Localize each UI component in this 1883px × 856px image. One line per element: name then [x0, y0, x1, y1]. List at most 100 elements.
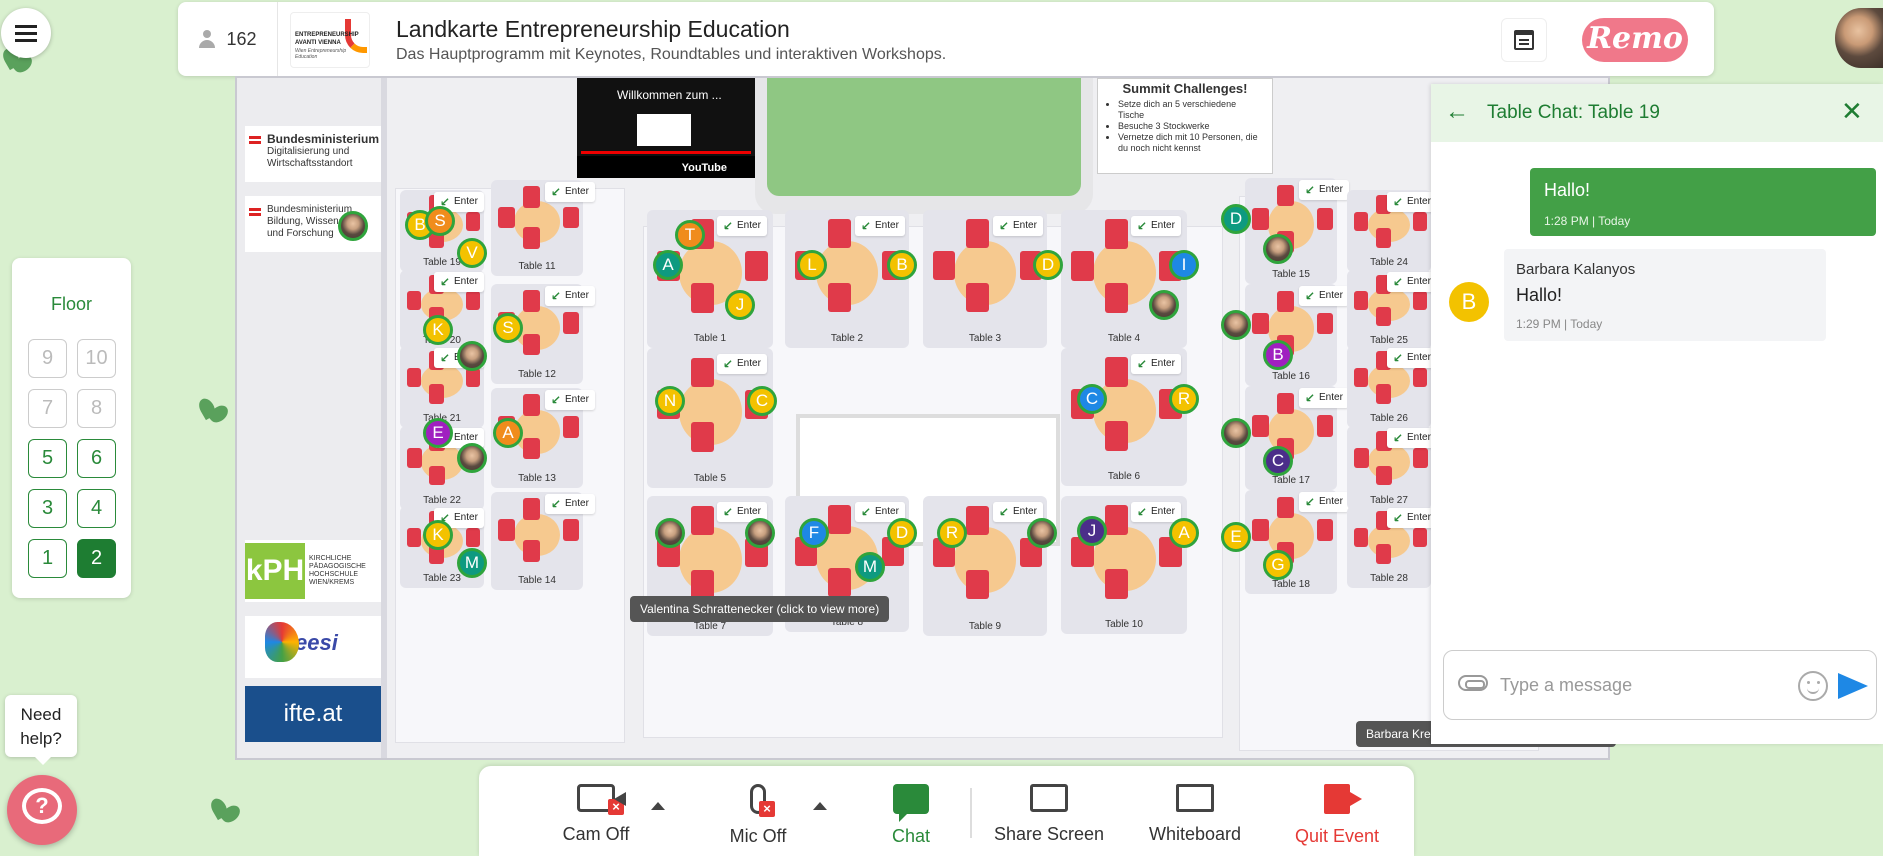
- enter-table-button[interactable]: Enter: [717, 354, 767, 374]
- enter-table-button[interactable]: Enter: [855, 216, 905, 236]
- enter-table-button[interactable]: Enter: [1387, 272, 1437, 292]
- participant-avatar[interactable]: C: [1077, 384, 1107, 414]
- sponsor-eesi[interactable]: eesi: [245, 616, 381, 678]
- participant-photo[interactable]: [457, 341, 487, 371]
- participant-avatar[interactable]: B: [887, 250, 917, 280]
- participant-avatar[interactable]: S: [493, 313, 523, 343]
- table-14[interactable]: Table 14Enter: [491, 492, 595, 590]
- enter-table-button[interactable]: Enter: [434, 272, 484, 292]
- table-28[interactable]: Table 28Enter: [1347, 506, 1437, 588]
- participant-photo[interactable]: [1221, 418, 1251, 448]
- participant-avatar[interactable]: K: [423, 315, 453, 345]
- participant-avatar[interactable]: L: [797, 250, 827, 280]
- enter-table-button[interactable]: Enter: [1131, 354, 1181, 374]
- cam-toggle-button[interactable]: × Cam Off: [541, 784, 651, 845]
- floor-button-2[interactable]: 2: [77, 539, 116, 578]
- cam-options-caret[interactable]: [651, 802, 665, 810]
- participant-avatar[interactable]: E: [1221, 522, 1251, 552]
- floor-button-4[interactable]: 4: [77, 489, 116, 528]
- enter-table-button[interactable]: Enter: [1387, 348, 1437, 368]
- floor-button-1[interactable]: 1: [28, 539, 67, 578]
- participant-avatar[interactable]: A: [1169, 518, 1199, 548]
- table-6[interactable]: Table 6Enter: [1061, 348, 1187, 486]
- mic-options-caret[interactable]: [813, 802, 827, 810]
- enter-table-button[interactable]: Enter: [1299, 492, 1349, 512]
- table-25[interactable]: Table 25Enter: [1347, 270, 1437, 350]
- table-5[interactable]: Table 5Enter: [647, 348, 773, 488]
- enter-table-button[interactable]: Enter: [1299, 388, 1349, 408]
- participant-avatar[interactable]: G: [1263, 550, 1293, 580]
- table-24[interactable]: Table 24Enter: [1347, 190, 1437, 272]
- participant-photo[interactable]: [1149, 290, 1179, 320]
- emoji-icon[interactable]: [1798, 671, 1828, 701]
- table-9[interactable]: Table 9Enter: [923, 496, 1047, 636]
- participant-avatar[interactable]: D: [887, 518, 917, 548]
- participant-avatar[interactable]: K: [423, 520, 453, 550]
- floor-button-5[interactable]: 5: [28, 439, 67, 478]
- table-15[interactable]: Table 15Enter: [1245, 178, 1349, 284]
- table-4[interactable]: Table 4Enter: [1061, 210, 1187, 348]
- participant-avatar[interactable]: A: [493, 418, 523, 448]
- participant-avatar[interactable]: E: [423, 418, 453, 448]
- table-18[interactable]: Table 18Enter: [1245, 490, 1349, 594]
- floor-map[interactable]: Bundesministerium Digitalisierung und Wi…: [235, 76, 1610, 760]
- sender-avatar[interactable]: B: [1449, 282, 1489, 322]
- participant-avatar[interactable]: D: [1221, 204, 1251, 234]
- participant-avatar[interactable]: C: [747, 386, 777, 416]
- participant-photo[interactable]: [655, 518, 685, 548]
- sponsor-ifte[interactable]: ifte.at: [245, 686, 381, 742]
- table-11[interactable]: Table 11Enter: [491, 180, 595, 276]
- send-icon[interactable]: [1838, 673, 1868, 699]
- youtube-embed[interactable]: Willkommen zum ... YouTube: [577, 78, 755, 178]
- table-13[interactable]: Table 13Enter: [491, 388, 595, 488]
- menu-button[interactable]: [1, 8, 51, 58]
- participant-avatar[interactable]: M: [457, 548, 487, 578]
- table-16[interactable]: Table 16Enter: [1245, 284, 1349, 386]
- floor-button-3[interactable]: 3: [28, 489, 67, 528]
- floor-button-9[interactable]: 9: [28, 339, 67, 378]
- enter-table-button[interactable]: Enter: [545, 182, 595, 202]
- enter-table-button[interactable]: Enter: [545, 390, 595, 410]
- participant-photo[interactable]: [1263, 234, 1293, 264]
- table-2[interactable]: Table 2Enter: [785, 210, 909, 348]
- participant-avatar[interactable]: M: [855, 552, 885, 582]
- table-3[interactable]: Table 3Enter: [923, 210, 1047, 348]
- close-icon[interactable]: ✕: [1841, 96, 1863, 126]
- table-27[interactable]: Table 27Enter: [1347, 426, 1437, 510]
- enter-table-button[interactable]: Enter: [1387, 508, 1437, 528]
- message-input[interactable]: [1498, 665, 1798, 705]
- share-screen-button[interactable]: Share Screen: [989, 784, 1109, 845]
- enter-table-button[interactable]: Enter: [1131, 502, 1181, 522]
- participant-avatar[interactable]: N: [655, 386, 685, 416]
- enter-table-button[interactable]: Enter: [1387, 428, 1437, 448]
- enter-table-button[interactable]: Enter: [1131, 216, 1181, 236]
- participant-photo[interactable]: [338, 211, 368, 241]
- participant-photo[interactable]: [1027, 518, 1057, 548]
- back-arrow-icon[interactable]: ←: [1445, 98, 1469, 125]
- participant-photo[interactable]: [1221, 310, 1251, 340]
- enter-table-button[interactable]: Enter: [993, 216, 1043, 236]
- floor-button-6[interactable]: 6: [77, 439, 116, 478]
- participant-avatar[interactable]: R: [1169, 384, 1199, 414]
- attendee-counter[interactable]: 162: [178, 2, 278, 76]
- participant-avatar[interactable]: T: [675, 220, 705, 250]
- chat-button[interactable]: Chat: [871, 784, 951, 847]
- participant-avatar[interactable]: I: [1169, 250, 1199, 280]
- quit-event-button[interactable]: Quit Event: [1272, 784, 1402, 847]
- enter-table-button[interactable]: Enter: [1387, 192, 1437, 212]
- table-1[interactable]: Table 1Enter: [647, 210, 773, 348]
- participant-avatar[interactable]: D: [1033, 250, 1063, 280]
- agenda-button[interactable]: [1501, 18, 1547, 62]
- participant-avatar[interactable]: R: [937, 518, 967, 548]
- participant-photo[interactable]: [457, 443, 487, 473]
- participant-avatar[interactable]: C: [1263, 446, 1293, 476]
- help-button[interactable]: ?: [7, 775, 77, 845]
- enter-table-button[interactable]: Enter: [717, 216, 767, 236]
- enter-table-button[interactable]: Enter: [855, 502, 905, 522]
- enter-table-button[interactable]: Enter: [717, 502, 767, 522]
- participant-avatar[interactable]: A: [653, 250, 683, 280]
- table-17[interactable]: Table 17Enter: [1245, 386, 1349, 490]
- sponsor-bmdw[interactable]: Bundesministerium Digitalisierung und Wi…: [245, 126, 381, 182]
- participant-avatar[interactable]: J: [725, 290, 755, 320]
